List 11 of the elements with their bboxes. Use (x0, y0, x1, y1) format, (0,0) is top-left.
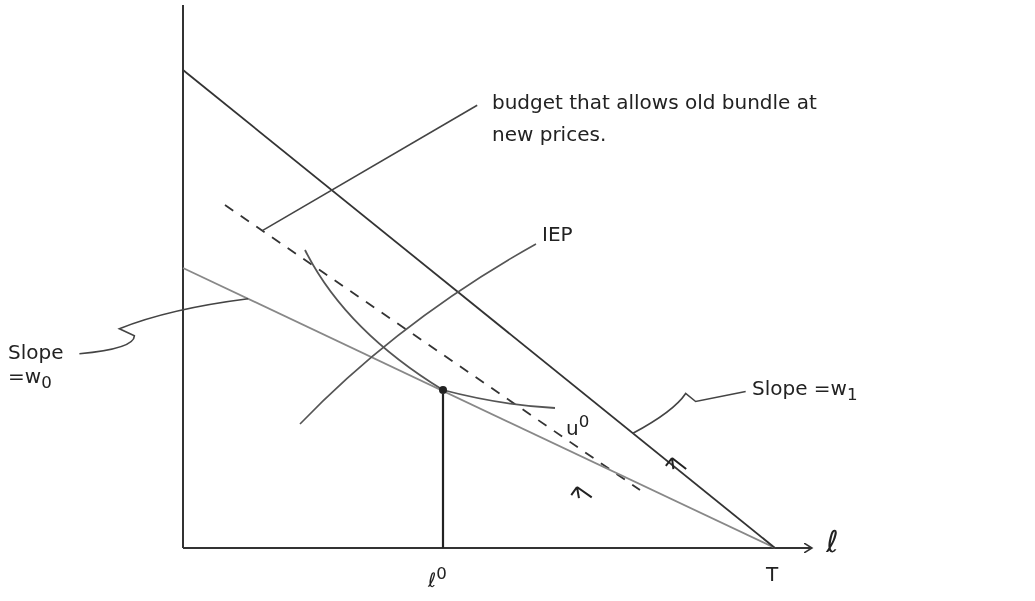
slope-label: Slope =w$_{1}$ (752, 376, 858, 407)
axis-label: ℓ (826, 530, 839, 554)
axis-tick-label: ℓ$^{0}$ (428, 563, 447, 592)
curve-label: IEP (542, 222, 573, 246)
leader-line (78, 298, 249, 355)
slope-label: Slope =w$_{0}$ (8, 340, 78, 395)
leader-line (632, 390, 747, 435)
curve-label: u$^{0}$ (566, 411, 590, 440)
leader-line (261, 104, 478, 232)
annotation-text: budget that allows old bundle at new prices. (492, 86, 862, 150)
axis-tick-label: T (766, 562, 779, 586)
